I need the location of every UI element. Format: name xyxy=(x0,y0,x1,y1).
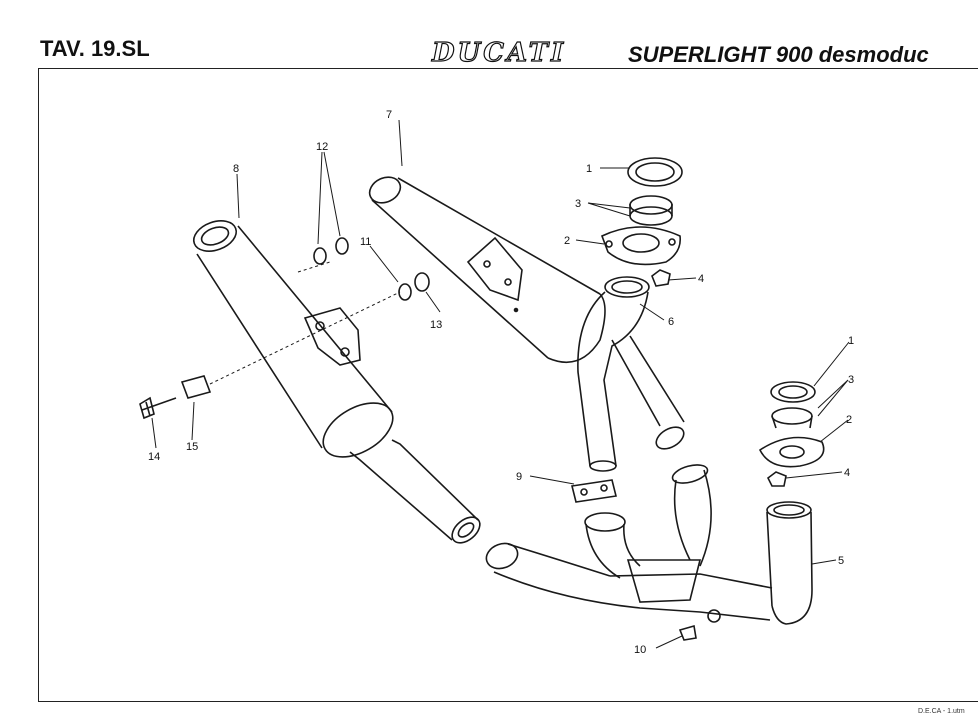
callout-14: 14 xyxy=(148,451,160,463)
callout-9: 9 xyxy=(516,471,522,483)
callout-5: 5 xyxy=(838,555,844,567)
callout-1-right: 1 xyxy=(848,335,854,347)
model-title: SUPERLIGHT 900 desmoduc xyxy=(628,42,929,67)
callout-8: 8 xyxy=(233,163,239,175)
lower-y-pipe xyxy=(485,464,773,641)
callout-15: 15 xyxy=(186,441,198,453)
callout-11: 11 xyxy=(360,236,371,248)
header-pipe-upper xyxy=(577,276,685,472)
right-fittings xyxy=(758,381,825,625)
callout-3-right: 3 xyxy=(848,374,854,386)
callout-4-top: 4 xyxy=(698,273,704,285)
callout-2-top: 2 xyxy=(564,235,570,247)
upper-fittings xyxy=(600,157,683,287)
callout-13: 13 xyxy=(430,319,442,331)
callout-4-right: 4 xyxy=(844,467,850,479)
mounting-hardware xyxy=(139,237,430,420)
callout-leaders xyxy=(151,119,850,649)
callout-12: 12 xyxy=(316,141,328,153)
callout-6: 6 xyxy=(668,316,674,328)
callout-labels: 7 8 12 11 13 14 15 1 3 2 4 6 1 3 2 4 5 9… xyxy=(148,109,854,656)
callout-7: 7 xyxy=(386,109,392,121)
callout-3-top: 3 xyxy=(575,198,581,210)
callout-2-right: 2 xyxy=(846,414,852,426)
muffler-left xyxy=(192,220,481,544)
table-code: TAV. 19.SL xyxy=(40,36,150,61)
muffler-upper xyxy=(368,176,606,364)
footer-stamp: D.E.CA - 1.utm xyxy=(918,708,965,715)
callout-1-top: 1 xyxy=(586,163,592,175)
drawing-frame xyxy=(38,68,978,702)
callout-10: 10 xyxy=(634,644,646,656)
ducati-logo: DUCATI xyxy=(431,37,567,68)
